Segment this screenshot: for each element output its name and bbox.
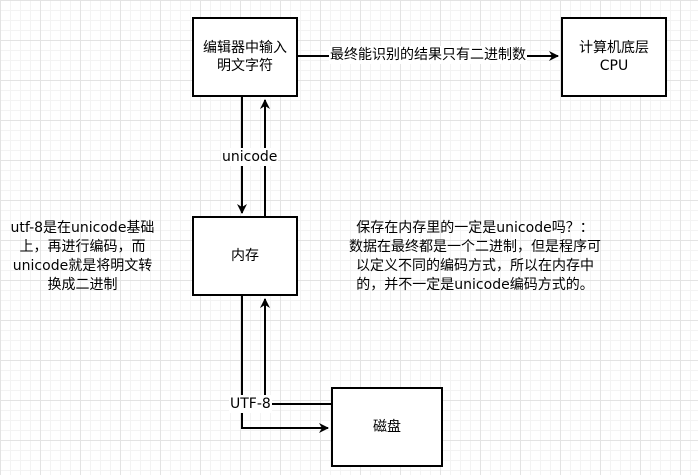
note-memory-explanation: 保存在内存里的一定是unicode吗？： 数据在最终都是一个二进制，但是程序可 … [349,220,601,293]
arrow-memory-to-disk [241,296,329,433]
edge-label-editor-cpu: 最终能识别的结果只有二进制数 [329,46,527,64]
edge-label-memory-disk: UTF-8 [229,395,272,413]
arrow-disk-to-memory [260,298,331,405]
note-utf8-explanation: utf-8是在unicode基础 上，再进行编码，而 unicode就是将明文转… [10,220,155,293]
node-memory: 内存 [192,216,298,296]
node-disk: 磁盘 [331,387,443,467]
node-editor: 编辑器中输入 明文字符 [192,17,298,97]
edge-label-editor-memory: unicode [221,148,279,166]
node-cpu: 计算机底层 CPU [561,17,667,97]
